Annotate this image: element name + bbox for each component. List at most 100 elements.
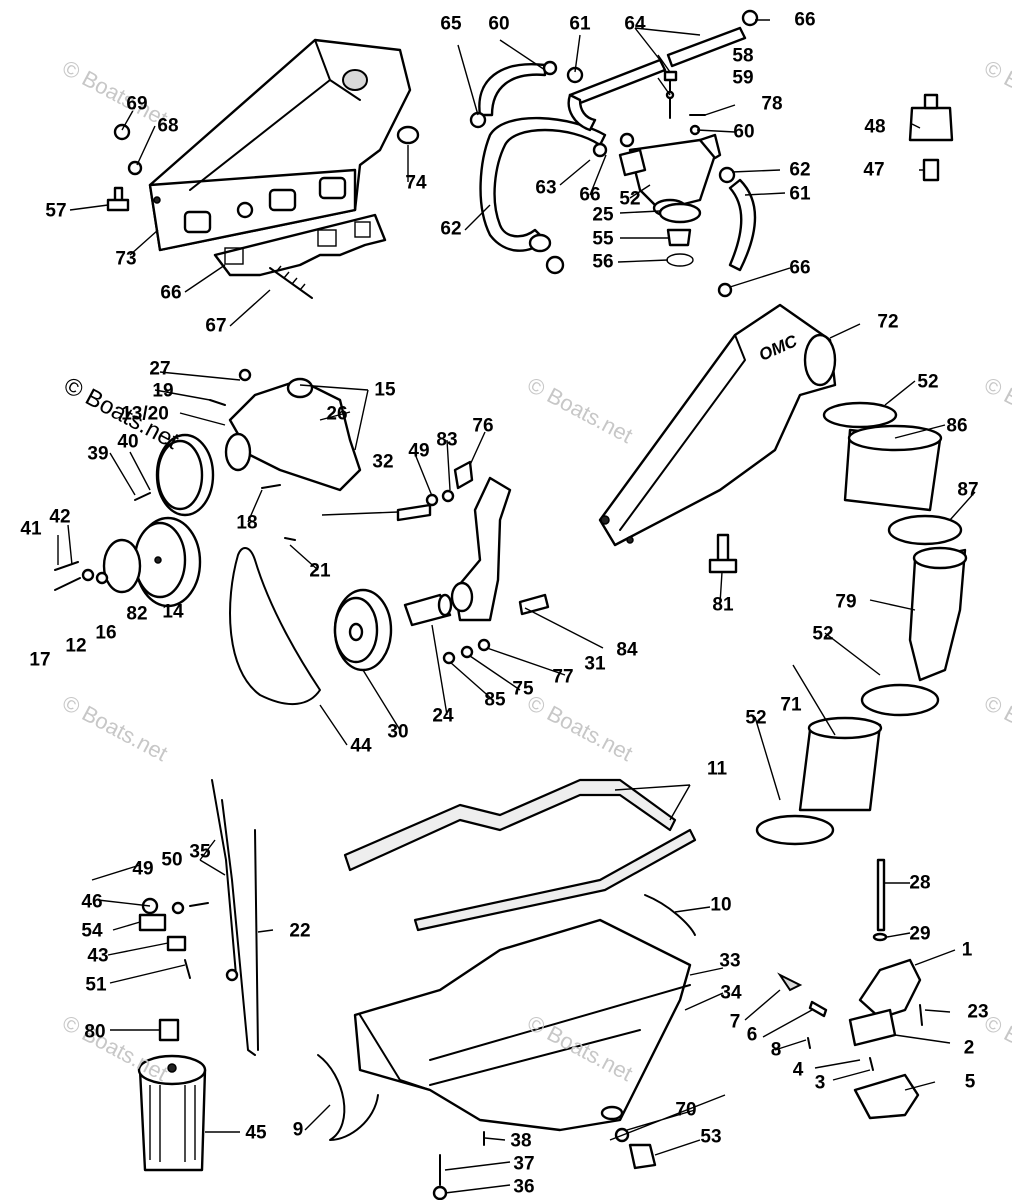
part-label: 66 — [579, 184, 601, 206]
part-label: 50 — [161, 849, 183, 871]
part-label: 31 — [584, 653, 606, 675]
pulley-13-20[interactable] — [155, 433, 215, 517]
part-label: 78 — [761, 93, 783, 115]
hose-61-lower[interactable] — [728, 178, 757, 272]
part-label: 8 — [770, 1039, 782, 1061]
thermostat-parts[interactable] — [658, 70, 706, 267]
part-label: 9 — [292, 1119, 304, 1141]
part-label: 36 — [513, 1176, 535, 1198]
alternator-bracket-part[interactable] — [450, 476, 512, 622]
part-label: 41 — [20, 518, 42, 540]
part-label: 61 — [569, 13, 591, 35]
part-label: 15 — [374, 379, 396, 401]
part-label: 12 — [65, 635, 87, 657]
exhaust-silencer-part[interactable] — [598, 303, 837, 547]
part-label: 29 — [909, 923, 931, 945]
filter-adapter-81[interactable] — [158, 1018, 180, 1042]
pulley-83[interactable] — [102, 538, 142, 594]
drive-belt-part[interactable] — [229, 547, 321, 706]
part-label: 52 — [745, 707, 767, 729]
pan-gasket-11[interactable] — [343, 778, 677, 872]
part-label: 87 — [957, 479, 979, 501]
stud-part[interactable] — [269, 265, 313, 299]
part-label: 54 — [81, 920, 103, 942]
hose-65[interactable] — [567, 26, 747, 132]
seal-9[interactable] — [317, 1054, 379, 1141]
water-pump-part[interactable] — [224, 368, 362, 492]
part-label: 48 — [864, 116, 886, 138]
part-label: 84 — [616, 639, 638, 661]
part-label: 53 — [700, 1126, 722, 1148]
clamp-rings[interactable] — [755, 401, 963, 846]
part-label: 75 — [512, 678, 534, 700]
manifold-fitting-parts[interactable] — [106, 123, 420, 212]
part-label: 26 — [326, 403, 348, 425]
part-label: 62 — [789, 159, 811, 181]
exhaust-manifold-part[interactable] — [148, 38, 412, 252]
part-label: 67 — [205, 315, 227, 337]
part-label: 3 — [814, 1072, 826, 1094]
bracket-hardware[interactable] — [396, 460, 550, 665]
small-hardware-left[interactable] — [54, 399, 296, 591]
part-label: 58 — [732, 45, 754, 67]
part-label: 62 — [440, 218, 462, 240]
oil-filter-part[interactable] — [137, 1054, 207, 1172]
part-label: 63 — [535, 177, 557, 199]
part-label: 60 — [488, 13, 510, 35]
dipstick-part[interactable] — [211, 779, 259, 1056]
oil-pan-part[interactable] — [353, 918, 692, 1132]
pan-hardware[interactable] — [432, 1127, 657, 1200]
part-label: 7 — [729, 1011, 741, 1033]
part-label: 56 — [592, 251, 614, 273]
part-label: 6 — [746, 1024, 758, 1046]
part-label: 32 — [372, 451, 394, 473]
part-label: 40 — [117, 431, 139, 453]
oil-pressure-sender-part[interactable] — [908, 93, 954, 182]
part-label: 38 — [510, 1130, 532, 1152]
part-label: 14 — [162, 601, 184, 623]
part-label: 49 — [408, 440, 430, 462]
part-label: 74 — [405, 172, 427, 194]
part-label: 21 — [309, 560, 331, 582]
part-label: 70 — [675, 1099, 697, 1121]
part-label: 66 — [789, 257, 811, 279]
hose-61-upper[interactable] — [478, 63, 547, 117]
drain-fitting-82[interactable] — [708, 533, 738, 574]
part-label: 68 — [157, 115, 179, 137]
part-label: 65 — [440, 13, 462, 35]
part-label: 83 — [436, 429, 458, 451]
oil-pump-part[interactable] — [777, 858, 923, 1120]
pulley-30[interactable] — [333, 588, 393, 672]
part-label: 82 — [126, 603, 148, 625]
part-label: 17 — [29, 649, 51, 671]
part-label: 19 — [152, 380, 174, 402]
sleeve-72[interactable] — [798, 716, 883, 812]
part-label: 52 — [917, 371, 939, 393]
part-label: 33 — [719, 950, 741, 972]
part-label: 51 — [85, 974, 107, 996]
pulley-14[interactable] — [133, 516, 202, 608]
part-label: 18 — [236, 512, 258, 534]
elbow-80[interactable] — [908, 546, 968, 682]
spacer-24[interactable] — [403, 593, 453, 627]
pan-gasket-11-lower[interactable] — [413, 828, 697, 932]
seal-10[interactable] — [644, 894, 696, 936]
dipstick-hardware[interactable] — [138, 897, 209, 979]
hose-63[interactable] — [479, 116, 607, 253]
part-label: 73 — [115, 248, 137, 270]
part-label: 11 — [706, 758, 728, 780]
part-label: 37 — [513, 1153, 535, 1175]
manifold-gasket-part[interactable] — [213, 213, 387, 277]
part-label: 77 — [552, 666, 574, 688]
sleeve-87[interactable] — [843, 424, 943, 512]
leader-lines — [57, 19, 976, 1194]
part-label: 71 — [780, 694, 802, 716]
part-label: 34 — [720, 982, 742, 1004]
part-label: 55 — [592, 228, 614, 250]
part-label: 42 — [49, 506, 71, 528]
part-label: 61 — [789, 183, 811, 205]
part-label: 23 — [967, 1001, 989, 1023]
hose-clamps[interactable] — [469, 9, 759, 298]
part-label: 80 — [84, 1021, 106, 1043]
